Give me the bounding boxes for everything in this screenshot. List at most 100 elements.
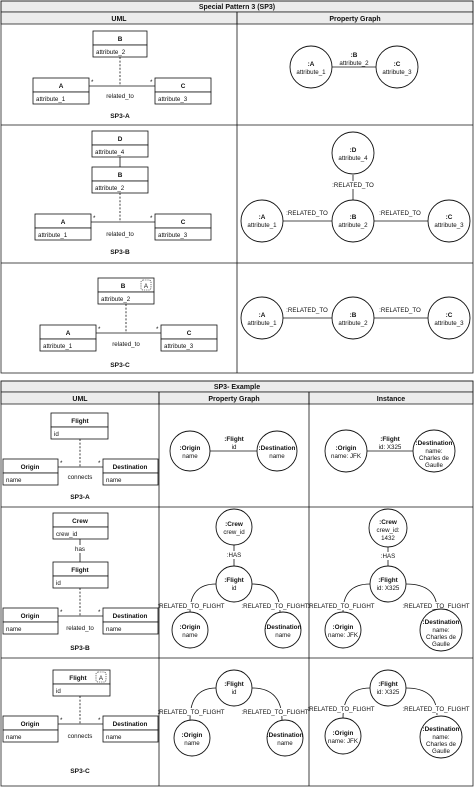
sp3-c-uml: B A attribute_2 A attribute_1 C attribut… bbox=[39, 277, 218, 369]
uml-class-a-attr: attribute_1 bbox=[38, 232, 68, 239]
pg-edge-right-label: :RELATED_TO bbox=[379, 307, 421, 314]
pg-node-flight[interactable] bbox=[215, 669, 253, 707]
pg-node-origin-attr: name bbox=[182, 453, 198, 460]
inst-node-destination-label: :Destination bbox=[416, 440, 453, 447]
pg-node-d-attr: attribute_4 bbox=[338, 155, 368, 162]
pg-node-destination-label: :Destination bbox=[267, 732, 304, 739]
uml-class-c-attr: attribute_3 bbox=[164, 343, 194, 350]
inst-node-flight[interactable] bbox=[369, 565, 407, 603]
pg-node-origin[interactable] bbox=[171, 611, 209, 649]
ex-c-pg: :Flight id :RELATED_TO_FLIGHT :RELATED_T… bbox=[157, 669, 309, 757]
inst-edge-right-label: :RELATED_TO_FLIGHT bbox=[402, 706, 469, 713]
pg-node-a-attr: attribute_1 bbox=[247, 222, 277, 229]
uml-class-destination-attr: name bbox=[106, 626, 122, 633]
pg-node-origin-label: :Origin bbox=[180, 624, 201, 631]
uml-class-destination-attrs bbox=[102, 472, 159, 486]
pg-edge-right-label: :RELATED_TO_FLIGHT bbox=[241, 709, 308, 716]
ex-b-pg: :Crew crew_id :HAS :Flight id :RELATED_T… bbox=[157, 508, 309, 649]
ex-b-inst: :Crew crew_id: 1432 :HAS :Flight id: X32… bbox=[307, 508, 470, 652]
inst-node-origin[interactable] bbox=[324, 717, 362, 755]
inst-node-origin-attr: name: JFK bbox=[328, 738, 359, 745]
pg-node-origin-attr: name bbox=[184, 740, 200, 747]
uml-class-origin-name: Origin bbox=[21, 613, 40, 620]
uml-class-c-attr: attribute_3 bbox=[158, 96, 188, 103]
pg-node-destination-label: :Destination bbox=[259, 445, 296, 452]
pg-node-b[interactable] bbox=[331, 296, 375, 340]
pg-node-c[interactable] bbox=[427, 296, 471, 340]
abstract-badge-label: A bbox=[99, 675, 104, 682]
uml-class-origin-attrs bbox=[2, 729, 59, 743]
example-table: SP3- Example UML Property Graph Instance bbox=[0, 380, 474, 787]
pg-node-destination[interactable] bbox=[256, 430, 298, 472]
inst-node-origin[interactable] bbox=[324, 611, 362, 649]
abstract-badge-label: A bbox=[144, 283, 149, 290]
pg-edge-has-label-bg bbox=[224, 551, 244, 559]
uml-association-label: related_to bbox=[112, 341, 140, 348]
uml-mult-left: * bbox=[60, 717, 63, 724]
inst-node-crew-attr-2: 1432 bbox=[381, 535, 395, 542]
uml-class-a-attr: attribute_1 bbox=[36, 96, 66, 103]
inst-node-destination-attr-3: Gaulle bbox=[425, 462, 443, 469]
pg-node-a[interactable] bbox=[289, 45, 333, 89]
inst-node-crew-attr-1: crew_id: bbox=[376, 527, 399, 534]
pg-node-c[interactable] bbox=[427, 199, 471, 243]
uml-class-crew-attrs bbox=[52, 526, 109, 540]
uml-association-label: connects bbox=[68, 474, 93, 481]
inst-edge-right-label: :RELATED_TO_FLIGHT bbox=[402, 603, 469, 610]
pg-node-c[interactable] bbox=[375, 45, 419, 89]
ex-c-inst: :Flight id: X325 :RELATED_TO_FLIGHT :REL… bbox=[307, 669, 470, 759]
inst-node-destination[interactable] bbox=[412, 429, 456, 473]
pg-node-d[interactable] bbox=[331, 131, 375, 175]
pg-node-origin-attr: name bbox=[182, 632, 198, 639]
uml-class-flight-attrs bbox=[52, 575, 109, 589]
sp3-b-caption: SP3-B bbox=[110, 249, 130, 256]
inst-node-origin[interactable] bbox=[324, 429, 368, 473]
uml-mult-left: * bbox=[93, 215, 96, 222]
ex-b-caption: SP3-B bbox=[70, 645, 90, 652]
uml-class-c-attr: attribute_3 bbox=[158, 232, 188, 239]
pg-node-origin[interactable] bbox=[173, 719, 211, 757]
inst-node-flight-label: :Flight bbox=[378, 577, 398, 584]
inst-node-destination[interactable] bbox=[419, 715, 463, 759]
ex-c-uml: Flight A id Origin name Destination name… bbox=[2, 669, 159, 775]
pg-node-a[interactable] bbox=[240, 199, 284, 243]
pg-node-destination[interactable] bbox=[266, 719, 304, 757]
inst-node-crew-label: :Crew bbox=[379, 519, 397, 526]
uml-class-flight-name: Flight bbox=[71, 418, 89, 425]
pg-node-a[interactable] bbox=[240, 296, 284, 340]
inst-edge-has-label-bg bbox=[378, 552, 398, 560]
pg-node-origin[interactable] bbox=[169, 430, 211, 472]
sp3-col-pg: Property Graph bbox=[329, 16, 380, 23]
inst-node-flight[interactable] bbox=[369, 669, 407, 707]
inst-edge-left-label-bg bbox=[312, 602, 370, 610]
example-col-inst: Instance bbox=[377, 396, 406, 403]
uml-mult-right: * bbox=[156, 326, 159, 333]
inst-node-crew[interactable] bbox=[368, 508, 408, 548]
example-col-uml: UML bbox=[72, 396, 88, 403]
pg-node-b[interactable] bbox=[331, 199, 375, 243]
pg-edge-right-label: :RELATED_TO bbox=[379, 210, 421, 217]
uml-class-flight-attr: id bbox=[56, 688, 61, 695]
inst-node-destination[interactable] bbox=[419, 608, 463, 652]
inst-node-origin-attr: name: JFK bbox=[331, 453, 362, 460]
uml-mult-left: * bbox=[60, 460, 63, 467]
uml-class-crew-attr: crew_id bbox=[56, 531, 78, 538]
uml-mult-left: * bbox=[91, 79, 94, 86]
uml-mult-right: * bbox=[150, 79, 153, 86]
pg-edge-left-label: :RELATED_TO bbox=[286, 210, 328, 217]
pg-node-c-label: :C bbox=[394, 61, 401, 68]
pg-edge-right-label-bg bbox=[244, 602, 306, 610]
pg-edge-left-label-bg bbox=[163, 708, 219, 716]
uml-class-origin-name: Origin bbox=[21, 721, 40, 728]
pg-node-crew-attr: crew_id bbox=[223, 529, 245, 536]
uml-class-b-name: B bbox=[121, 283, 126, 290]
uml-class-b-name: B bbox=[118, 172, 123, 179]
pg-node-flight[interactable] bbox=[215, 565, 253, 603]
inst-edge-right-label-bg bbox=[404, 705, 468, 713]
uml-class-flight-name: Flight bbox=[71, 567, 89, 574]
pg-node-crew[interactable] bbox=[215, 508, 253, 546]
pg-node-destination[interactable] bbox=[264, 611, 302, 649]
inst-node-destination-attr-1: name: bbox=[432, 734, 449, 741]
abstract-badge bbox=[140, 279, 152, 291]
